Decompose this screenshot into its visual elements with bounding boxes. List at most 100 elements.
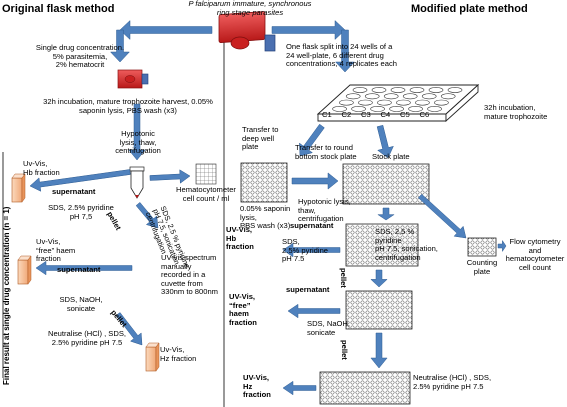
- process-arrow: [497, 239, 507, 253]
- well-column-label: C2: [341, 110, 352, 119]
- counting-plate-icon: [467, 237, 497, 257]
- right-pellet-2-label: pellet: [340, 340, 349, 360]
- plate-well: [396, 99, 411, 106]
- modified-method-title: Modified plate method: [411, 3, 528, 15]
- sds-naoh-label: SDS, NaOH,sonicate: [59, 295, 103, 313]
- plate-well: [427, 106, 442, 112]
- neutralise-label: Neutralise (HCl) , SDS,2.5% pyridine pH …: [47, 329, 127, 347]
- well-column-label: C3: [361, 110, 371, 119]
- hypotonic-plate-icon: [345, 223, 419, 267]
- hb-fraction-label: Uv-Vis,Hb fraction: [23, 159, 60, 177]
- stock-plate-label: Stock plate: [372, 152, 410, 161]
- process-arrow: [377, 207, 395, 221]
- hypotonic-step: Hypotonic lysis,thaw,centrifugation: [298, 197, 351, 223]
- single-drug-step: Single drug concentration.5% parasitemia…: [35, 43, 125, 69]
- process-arrow: [287, 303, 341, 319]
- well-column-label: C4: [380, 110, 391, 119]
- plate-well: [409, 87, 425, 93]
- process-arrow: [115, 312, 143, 346]
- plate-well: [428, 87, 444, 93]
- process-arrow: [109, 29, 130, 63]
- plate-well: [402, 93, 418, 100]
- right-sds-naoh-label: SDS, NaOH,sonicate: [307, 319, 351, 337]
- right-supernatant-2-label: supernatant: [286, 285, 330, 294]
- plate-well: [434, 99, 449, 106]
- right-supernatant-label: supernatant: [290, 221, 334, 230]
- hz-fraction-label: Uv-Vis,Hz fraction: [160, 345, 197, 363]
- process-arrows: [29, 19, 507, 396]
- process-arrow: [135, 202, 159, 229]
- process-arrow: [282, 380, 317, 396]
- right-pellet-label: pellet: [339, 268, 348, 288]
- plate-well: [370, 106, 385, 112]
- process-arrow: [35, 260, 133, 276]
- plate-well: [440, 93, 456, 100]
- process-arrow: [370, 269, 388, 288]
- centrifuge-tube-icon: [129, 166, 145, 199]
- right-incubation-step: 32h incubation,mature trophozoite: [484, 103, 548, 121]
- hematocytometer-grid-icon: [195, 163, 217, 185]
- process-arrow: [149, 169, 191, 184]
- sds-naoh-plate-icon: [345, 290, 413, 330]
- process-arrow: [376, 124, 394, 159]
- process-arrow: [417, 193, 467, 239]
- plate-well: [415, 99, 430, 106]
- process-arrow: [370, 332, 388, 369]
- supernatant-label: supernatant: [52, 187, 96, 196]
- plate-well: [389, 106, 404, 112]
- plate-well: [377, 99, 392, 106]
- final-result-label: Final result at single drug concentratio…: [2, 206, 11, 385]
- well-column-label: C1: [322, 110, 332, 119]
- neutralise-plate-icon: [319, 371, 411, 405]
- well-column-label: C5: [400, 110, 410, 119]
- drug-flask-icon: [117, 69, 149, 89]
- process-arrow: [119, 19, 213, 41]
- plate-well: [364, 93, 380, 100]
- plate-well: [408, 106, 423, 112]
- process-arrow: [29, 169, 131, 192]
- plate-well: [371, 87, 387, 93]
- hz-cuvette-icon: [145, 342, 160, 372]
- incubation-step: 32h incubation, mature trophozoite harve…: [43, 97, 213, 115]
- free-haem-cuvette-icon: [17, 255, 32, 285]
- supernatant-2-label: supernatant: [57, 265, 101, 274]
- plate-well: [358, 99, 373, 106]
- plate-well: [447, 87, 463, 93]
- plate-well: [351, 106, 366, 112]
- hb-cuvette-icon: [11, 173, 26, 203]
- process-arrow: [291, 172, 339, 190]
- parasite-culture-flask-icon: [218, 11, 276, 52]
- plate-well: [390, 87, 406, 93]
- original-method-title: Original flask method: [2, 3, 115, 15]
- process-arrow: [335, 29, 355, 73]
- plate-well: [352, 87, 368, 93]
- plate-well: [339, 99, 354, 106]
- 24-well-plate-icon: [316, 83, 480, 123]
- plate-well: [345, 93, 361, 100]
- stock-plate-icon: [342, 163, 430, 205]
- plate-well: [332, 106, 347, 112]
- process-arrow: [271, 19, 346, 41]
- process-arrow: [128, 103, 146, 161]
- process-arrow: [299, 123, 325, 157]
- process-arrow: [282, 242, 341, 258]
- right-neutralise-label: Neutralise (HCl) , SDS,2.5% pyridine pH …: [413, 373, 492, 391]
